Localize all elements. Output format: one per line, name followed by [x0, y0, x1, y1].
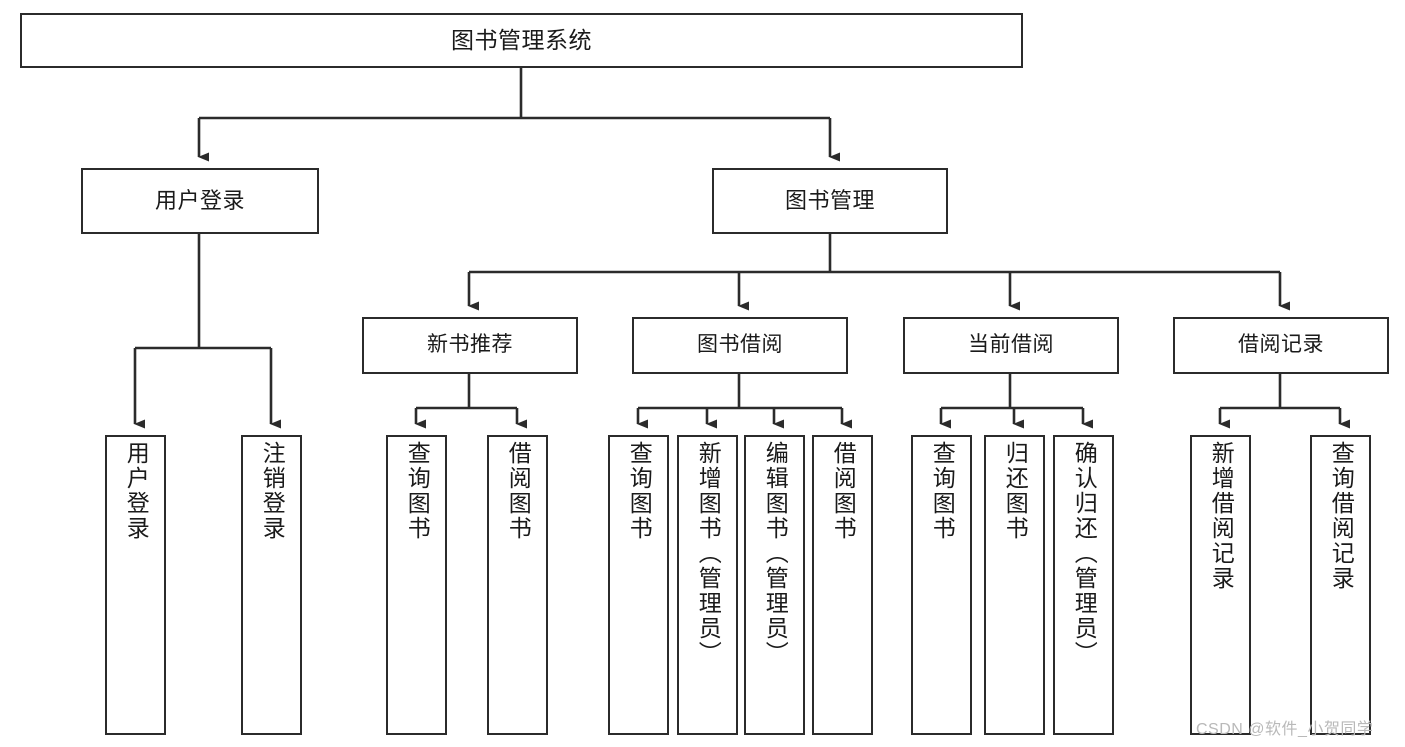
- node-l2-当前借阅[interactable]: 当前借阅: [903, 317, 1119, 374]
- node-leaf-归还图书[interactable]: 归还图书: [984, 435, 1045, 735]
- node-leaf-借阅图书[interactable]: 借阅图书: [812, 435, 873, 735]
- node-label: 借阅记录: [1238, 333, 1324, 357]
- node-label: 借阅图书: [505, 441, 532, 541]
- node-root-book-management-system[interactable]: 图书管理系统: [20, 13, 1023, 68]
- node-label: 查询借阅记录: [1328, 441, 1355, 591]
- node-label: 编辑图书（管理员）: [762, 441, 789, 666]
- node-leaf-查询借阅记录[interactable]: 查询借阅记录: [1310, 435, 1371, 735]
- node-label: 新增图书（管理员）: [695, 441, 722, 666]
- node-leaf-编辑图书管理员[interactable]: 编辑图书（管理员）: [744, 435, 805, 735]
- node-leaf-注销登录[interactable]: 注销登录: [241, 435, 302, 735]
- node-label: 用户登录: [123, 441, 150, 541]
- watermark: CSDN @软件_小贺同学: [1196, 721, 1374, 738]
- node-l1-用户登录[interactable]: 用户登录: [81, 168, 319, 234]
- node-label: 图书管理系统: [451, 26, 592, 53]
- node-label: 图书管理: [784, 188, 875, 214]
- node-label: 归还图书: [1002, 441, 1029, 541]
- node-label: 查询图书: [404, 441, 431, 541]
- node-leaf-借阅图书[interactable]: 借阅图书: [487, 435, 548, 735]
- node-leaf-查询图书[interactable]: 查询图书: [911, 435, 972, 735]
- node-label: 注销登录: [259, 441, 286, 541]
- node-l2-新书推荐[interactable]: 新书推荐: [362, 317, 578, 374]
- node-leaf-确认归还管理员[interactable]: 确认归还（管理员）: [1053, 435, 1114, 735]
- node-label: 新增借阅记录: [1208, 441, 1235, 591]
- node-l1-图书管理[interactable]: 图书管理: [712, 168, 948, 234]
- node-label: 借阅图书: [830, 441, 857, 541]
- node-leaf-新增借阅记录[interactable]: 新增借阅记录: [1190, 435, 1251, 735]
- node-label: 当前借阅: [968, 333, 1054, 357]
- node-label: 图书借阅: [697, 333, 783, 357]
- node-leaf-新增图书管理员[interactable]: 新增图书（管理员）: [677, 435, 738, 735]
- node-l2-借阅记录[interactable]: 借阅记录: [1173, 317, 1389, 374]
- node-label: 查询图书: [626, 441, 653, 541]
- node-label: 查询图书: [929, 441, 956, 541]
- node-leaf-查询图书[interactable]: 查询图书: [386, 435, 447, 735]
- node-label: 用户登录: [154, 188, 245, 214]
- node-l2-图书借阅[interactable]: 图书借阅: [632, 317, 848, 374]
- node-leaf-查询图书[interactable]: 查询图书: [608, 435, 669, 735]
- node-leaf-用户登录[interactable]: 用户登录: [105, 435, 166, 735]
- node-label: 新书推荐: [427, 333, 513, 357]
- node-label: 确认归还（管理员）: [1071, 441, 1098, 666]
